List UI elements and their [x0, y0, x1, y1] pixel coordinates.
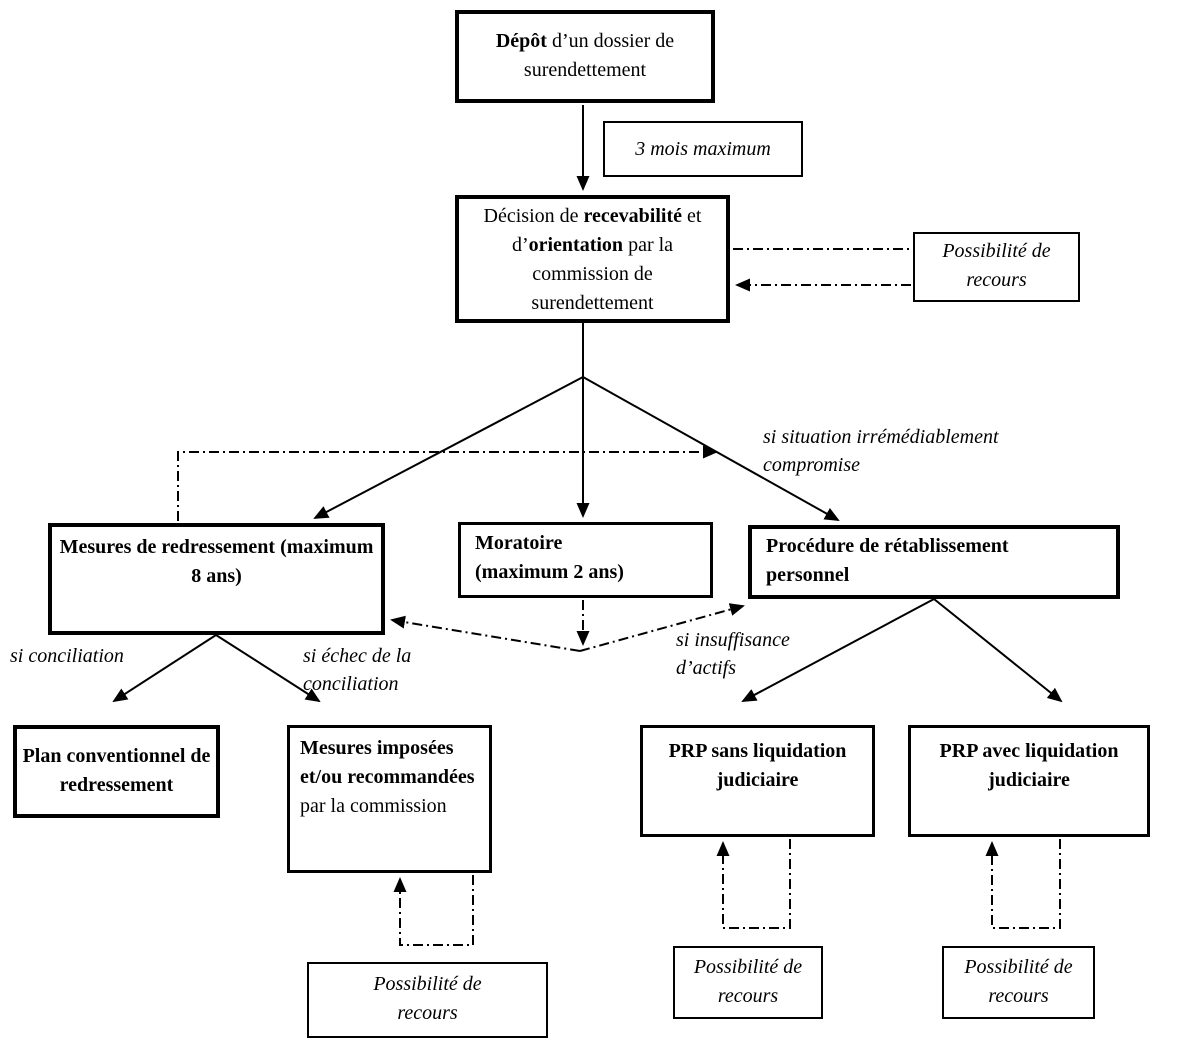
node-plan-label: Plan conventionnel de redressement	[22, 745, 211, 796]
recours-line2: recours	[717, 985, 779, 1007]
node-mesures-redressement: Mesures de redressement (maximum 8 ans)	[48, 523, 385, 635]
node-decision-text-3: par la commission de surendettement	[531, 234, 674, 314]
node-recours-prp-sans: Possibilité de recours	[673, 946, 823, 1019]
arrow-decision-to-mesures	[313, 376, 584, 519]
node-depot: Dépôt d’un dossier de surendettement	[455, 10, 715, 103]
recours-line1: Possibilité de	[693, 956, 803, 978]
node-procedure-line1: Procédure de rétablissement	[766, 535, 1009, 557]
node-prp-avec-liquidation: PRP avec liquidation judiciaire	[908, 725, 1150, 837]
node-decision-bold-2: orientation	[528, 234, 624, 256]
node-prp-avec-label: PRP avec liquidation judiciaire	[939, 740, 1119, 791]
dashloop-recours-imposees	[393, 875, 474, 946]
label-si-conciliation: si conciliation	[10, 645, 124, 667]
node-delai: 3 mois maximum	[603, 121, 803, 177]
recours-line2: recours	[966, 269, 1027, 291]
node-moratoire-line2: (maximum 2 ans)	[475, 561, 624, 583]
node-recours-imposees: Possibilité de recours	[307, 962, 548, 1038]
arrow-procedure-to-prp-avec	[933, 598, 1063, 703]
dashloop-recours-prp-sans	[716, 839, 791, 929]
recours-line2: recours	[988, 985, 1049, 1007]
node-prp-sans-label: PRP sans liquidation judiciaire	[668, 740, 847, 791]
node-moratoire: Moratoire (maximum 2 ans)	[458, 522, 713, 598]
node-decision: Décision de recevabilité et d’orientatio…	[455, 195, 730, 323]
node-recours-prp-avec: Possibilité de recours	[942, 946, 1095, 1019]
label-si-echec-conciliation: si échec de la conciliation	[303, 645, 412, 695]
label-si-insuffisance-actifs: si insuffisance d’actifs	[676, 629, 790, 679]
node-decision-text-2: et d’	[511, 205, 702, 256]
node-procedure-retablissement: Procédure de rétablissement personnel	[748, 525, 1120, 599]
recours-line1: Possibilité de	[942, 240, 1051, 262]
recours-line1: Possibilité de	[964, 956, 1073, 978]
node-recours-decision: Possibilité de recours	[913, 232, 1080, 302]
node-plan-conventionnel: Plan conventionnel de redressement	[13, 725, 220, 818]
node-prp-sans-liquidation: PRP sans liquidation judiciaire	[640, 725, 875, 837]
node-procedure-line2: personnel	[766, 564, 850, 586]
node-mesures-label: Mesures de redressement (maximum 8 ans)	[59, 536, 374, 587]
label-si-situation-compromise: si situation irrémédiablement compromise	[763, 426, 999, 476]
node-depot-text: d’un dossier de surendettement	[523, 30, 675, 81]
node-decision-bold-1: recevabilité	[583, 205, 683, 227]
node-delai-label: 3 mois maximum	[635, 138, 771, 160]
recours-line2: recours	[397, 1002, 458, 1024]
node-moratoire-line1: Moratoire	[475, 532, 563, 554]
dashloop-recours-prp-avec	[985, 839, 1061, 929]
recours-line1: Possibilité de	[373, 973, 482, 995]
node-imposees-bold: Mesures imposées et/ou recommandées	[300, 737, 475, 788]
node-depot-bold: Dépôt	[495, 30, 547, 52]
node-mesures-imposees: Mesures imposées et/ou recommandées par …	[287, 725, 492, 873]
node-decision-text-1: Décision de	[483, 205, 584, 227]
dasharrow-mesures-si-compromise	[177, 445, 718, 521]
node-imposees-text: par la commission	[300, 795, 447, 817]
